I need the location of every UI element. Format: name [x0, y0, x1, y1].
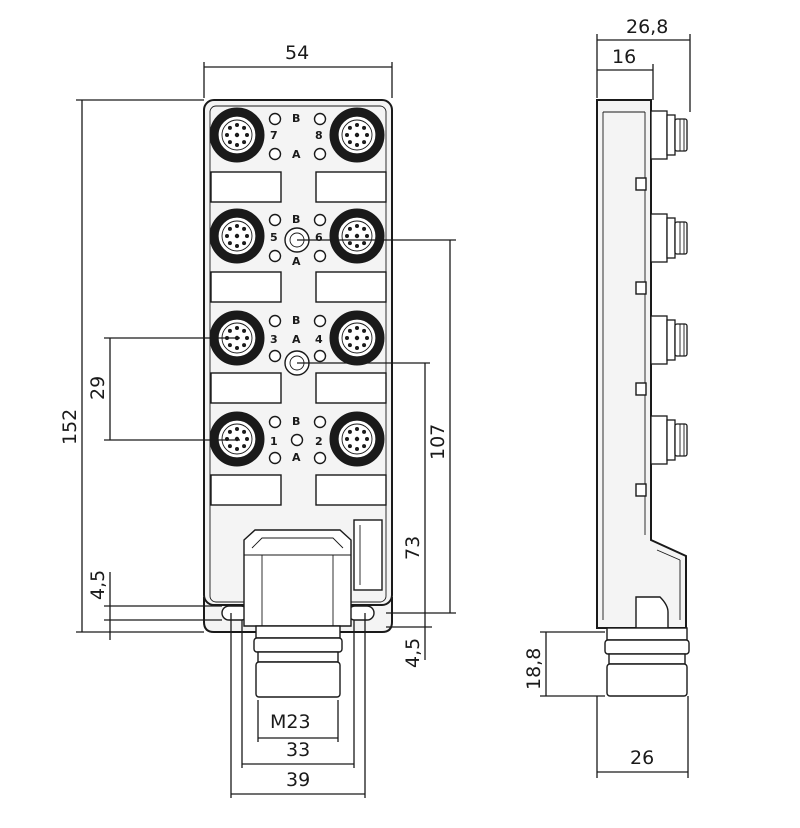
led-label-b-4: B — [292, 415, 300, 428]
dim-73: 73 — [402, 536, 424, 560]
led-label-a-2: A — [292, 255, 301, 268]
led-label-a-4: A — [292, 451, 301, 464]
front-view: 7 8 5 6 3 4 1 2 B A B A B A B A — [203, 99, 393, 698]
side-view — [596, 99, 690, 697]
m12-ports — [209, 107, 385, 467]
status-leds — [268, 112, 327, 465]
dim-152: 152 — [59, 409, 81, 445]
m12-port — [329, 411, 385, 467]
m12-port — [209, 107, 265, 163]
dim-4-5-top: 4,5 — [87, 570, 109, 600]
port-label-3: 3 — [270, 333, 278, 346]
dim-29: 29 — [87, 376, 109, 400]
m12-port — [209, 208, 265, 264]
dimension-lines — [76, 34, 691, 798]
m23-connector — [243, 529, 352, 698]
port-label-7: 7 — [270, 129, 278, 142]
led-indicator — [268, 112, 282, 126]
side-housing — [596, 99, 687, 629]
led-indicator — [268, 249, 282, 263]
port-label-1: 1 — [270, 435, 278, 448]
dim-54: 54 — [285, 42, 309, 64]
side-m12-connector — [650, 315, 688, 365]
led-indicator — [313, 112, 327, 126]
dim-m23: M23 — [270, 711, 311, 733]
led-indicator — [268, 451, 282, 465]
led-indicator — [313, 415, 327, 429]
dim-16: 16 — [612, 46, 636, 68]
m12-port — [209, 411, 265, 467]
led-indicator — [313, 249, 327, 263]
led-indicator — [268, 213, 282, 227]
dim-39: 39 — [286, 769, 310, 791]
led-label-b-1: B — [292, 112, 300, 125]
led-label-b-3: B — [292, 314, 300, 327]
led-indicator — [313, 213, 327, 227]
label-windows — [210, 171, 387, 506]
side-m12-connector — [650, 213, 688, 263]
led-indicator — [313, 314, 327, 328]
dim-33: 33 — [286, 739, 310, 761]
m12-port — [329, 310, 385, 366]
dim-4-5-bottom: 4,5 — [402, 638, 424, 668]
led-indicator — [290, 433, 304, 447]
led-label-a-3: A — [292, 333, 301, 346]
led-indicator — [268, 314, 282, 328]
dim-18-8: 18,8 — [523, 648, 545, 690]
dim-26: 26 — [630, 747, 654, 769]
m12-port — [329, 208, 385, 264]
side-m12-connector — [650, 110, 688, 160]
port-label-5: 5 — [270, 231, 278, 244]
port-label-6: 6 — [315, 231, 323, 244]
led-indicator — [268, 349, 282, 363]
led-indicator — [313, 349, 327, 363]
m12-port — [329, 107, 385, 163]
side-tab — [353, 519, 383, 591]
side-m12-connectors — [650, 110, 688, 465]
led-label-a-1: A — [292, 148, 301, 161]
side-m23-plug — [604, 627, 690, 697]
dim-26-8: 26,8 — [626, 16, 668, 38]
led-indicator — [268, 415, 282, 429]
led-label-b-2: B — [292, 213, 300, 226]
port-label-2: 2 — [315, 435, 323, 448]
mounting-hole-right — [347, 605, 375, 621]
led-indicator — [313, 451, 327, 465]
led-indicator — [268, 147, 282, 161]
port-label-8: 8 — [315, 129, 323, 142]
side-m12-connector — [650, 415, 688, 465]
led-indicator — [313, 147, 327, 161]
side-clips — [635, 177, 647, 497]
dim-107: 107 — [427, 424, 449, 460]
port-label-4: 4 — [315, 333, 323, 346]
